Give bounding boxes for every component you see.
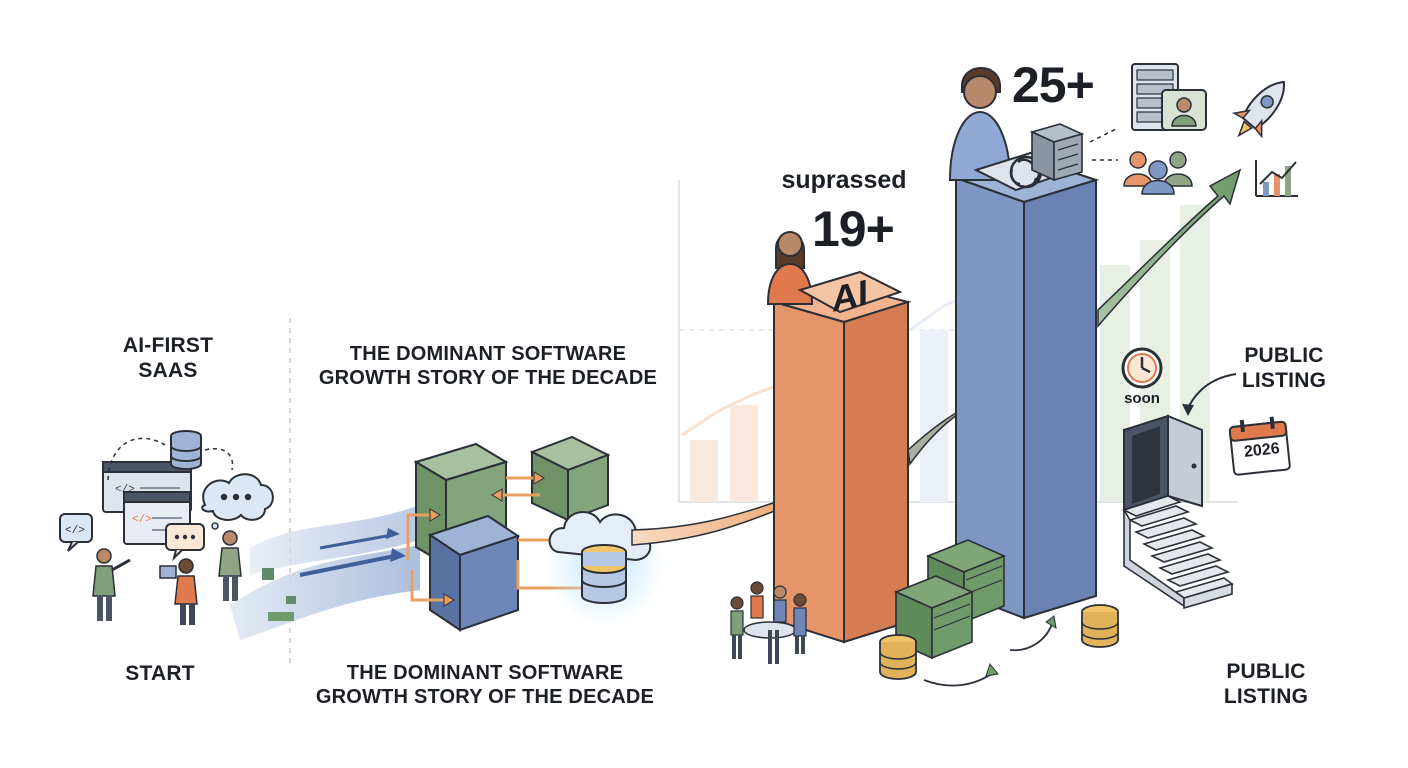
start-label: START [125, 662, 195, 685]
svg-text:</>: </> [65, 525, 85, 537]
cloud-database-icon [545, 505, 665, 625]
public-listing-bottom-line-2: LISTING [1223, 684, 1309, 708]
growth-story-top-line-1: THE DOMINANT SOFTWARE [349, 343, 627, 365]
person-figure [92, 548, 131, 621]
public-listing-bottom-line-1: PUBLIC [1226, 660, 1306, 683]
growth-story-bottom-line-1: THE DOMINANT SOFTWARE [346, 662, 624, 684]
ai-first-saas-line-1: AI-FIRST [122, 334, 214, 357]
growth-arrow-green [1097, 168, 1242, 329]
coin-stack-icon [879, 634, 917, 680]
openai-bar [948, 67, 1100, 620]
person-figure [159, 558, 198, 625]
ai-bar [766, 231, 912, 644]
coin-stack-icon [1081, 604, 1119, 648]
ai-first-saas-line-2: SAAS [138, 358, 198, 382]
users-group-icon [1123, 151, 1193, 195]
value-19-label: 19+ [812, 201, 895, 257]
svg-text:</>: </> [132, 514, 152, 526]
person-figure [948, 67, 1012, 181]
chat-bubble-icon: </> [59, 513, 93, 552]
calendar-icon [1228, 416, 1291, 476]
thought-bubble-icon [201, 473, 274, 530]
data-stream [230, 505, 420, 640]
value-25-label: 25+ [1012, 57, 1095, 113]
clock-icon [1121, 347, 1163, 389]
door-icon [1123, 414, 1203, 512]
ai-first-saas-label: AI-FIRST SAAS [88, 334, 248, 384]
start-scene: </> </> [59, 430, 274, 625]
database-icon [170, 430, 202, 470]
growth-story-top-line-2: GROWTH STORY OF THE DECADE [318, 366, 658, 389]
growth-story-bottom-line-2: GROWTH STORY OF THE DECADE [315, 685, 655, 708]
stairs-icon [1121, 495, 1234, 610]
public-listing-label-right: PUBLIC LISTING [1224, 344, 1344, 394]
rocket-icon [1231, 80, 1285, 139]
money-stack-icon [893, 539, 1007, 660]
public-listing-label-bottom: PUBLIC LISTING [1206, 660, 1326, 710]
person-figure [766, 231, 814, 305]
public-listing-right-line-1: PUBLIC [1244, 344, 1324, 367]
person-figure [218, 530, 242, 601]
growth-chart-icon [1255, 160, 1298, 197]
chat-bubble-icon [165, 523, 205, 562]
soon-label: soon [1124, 390, 1160, 407]
team-icon [730, 581, 807, 664]
profile-card-icon [1161, 89, 1207, 131]
suprassed-label: suprassed [781, 166, 907, 194]
blue-block [427, 514, 521, 632]
growth-story-label-top: THE DOMINANT SOFTWARE GROWTH STORY OF TH… [308, 343, 668, 390]
server-icon [1029, 123, 1085, 182]
public-listing-right-line-2: LISTING [1241, 368, 1327, 392]
growth-story-label-bottom: THE DOMINANT SOFTWARE GROWTH STORY OF TH… [300, 662, 670, 709]
listing-arrow [1187, 373, 1237, 409]
